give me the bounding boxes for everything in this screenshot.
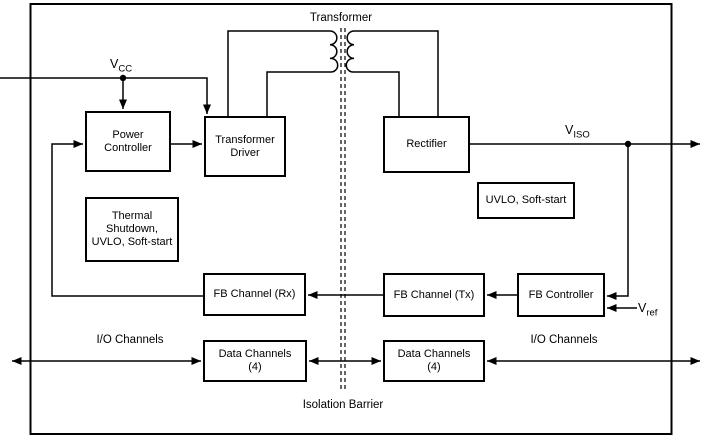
viso-label-base: V [565,123,574,137]
transformer-winding-left-icon [329,30,339,73]
transformer-driver-block: Transformer Driver [204,116,286,177]
viso-label-sub: ISO [573,129,590,141]
vref-label: Vref [638,301,657,318]
power-controller-block: Power Controller [85,111,171,172]
vcc-label-base: V [110,57,119,71]
vref-label-base: V [638,301,647,315]
viso-label: VISO [565,123,590,140]
transformer-winding-right-icon [345,30,355,73]
io-channels-left-label: I/O Channels [96,334,164,346]
vcc-label-sub: CC [118,63,133,75]
driver-to-transformer-top-wire [227,30,330,116]
driver-to-transformer-bottom-wire [266,71,330,116]
vref-label-sub: ref [646,307,658,319]
chip-boundary [29,3,673,435]
vcc-label: VCC [110,57,132,74]
thermal-shutdown-block: Thermal Shutdown, UVLO, Soft-start [85,197,179,262]
rectifier-block: Rectifier [383,116,470,173]
io-channels-right-label: I/O Channels [530,334,598,346]
vcc-wire [0,77,211,114]
fb-channel-tx-block: FB Channel (Tx) [383,273,485,317]
data-channels-left-block: Data Channels (4) [203,340,307,382]
uvlo-soft-start-block: UVLO, Soft-start [477,182,575,219]
isolation-barrier-label: Isolation Barrier [302,399,384,411]
viso-to-fb-controller-wire [607,144,629,300]
transformer-label: Transformer [309,12,373,24]
transformer-to-rectifier-bottom-wire [354,71,400,116]
transformer-to-rectifier-top-wire [354,30,439,116]
fb-rx-to-power-controller-wire [51,140,203,297]
fb-channel-rx-block: FB Channel (Rx) [203,273,306,316]
data-channels-right-block: Data Channels (4) [383,340,485,382]
fb-controller-block: FB Controller [517,273,605,317]
